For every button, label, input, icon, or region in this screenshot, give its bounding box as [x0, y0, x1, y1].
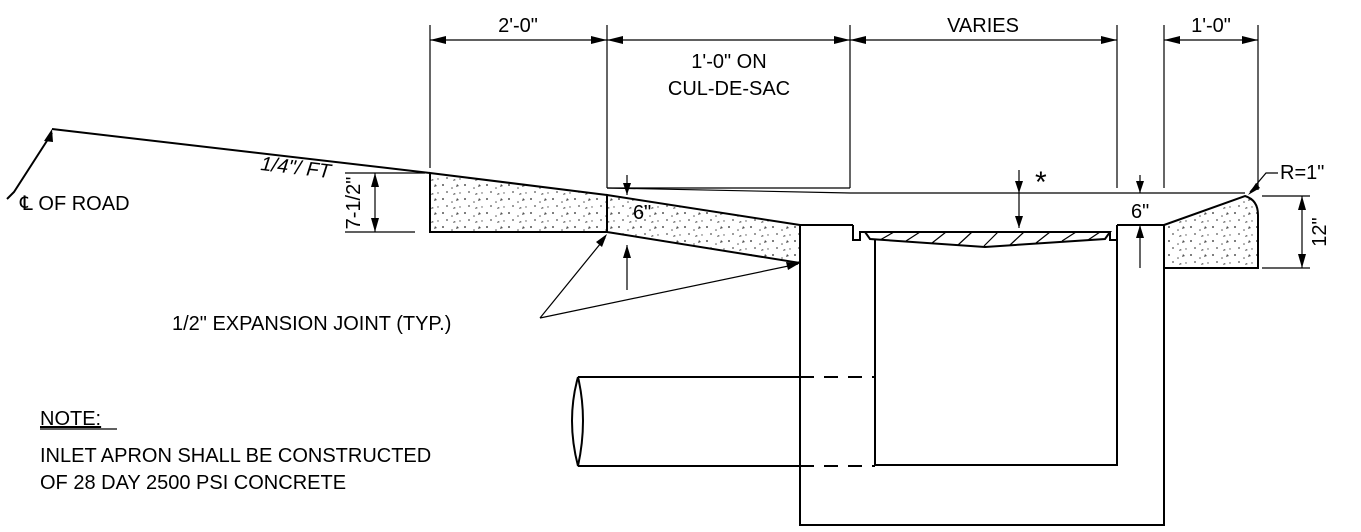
dim-varies-label: VARIES [947, 15, 1019, 37]
dimension-gutter-depth [623, 175, 631, 290]
inlet-grate [863, 231, 1112, 249]
dim-cul-de-sac-line1: 1'-0" ON [691, 51, 766, 73]
note-line1: INLET APRON SHALL BE CONSTRUCTED [40, 445, 431, 467]
dimension-2ft [430, 36, 607, 44]
dim-cul-de-sac-line2: CUL-DE-SAC [668, 78, 790, 100]
dim-asterisk-label: * [1035, 166, 1047, 199]
note-heading: NOTE: [40, 408, 101, 430]
inlet-chamber-inner [874, 240, 1118, 466]
centerline-leader-arrow [44, 129, 53, 142]
dimension-1ft-cul-de-sac [607, 36, 850, 44]
road-surface-line [51, 128, 431, 174]
note-line2: OF 28 DAY 2500 PSI CONCRETE [40, 472, 346, 494]
dimension-curb-face [1136, 175, 1144, 268]
dim-curb-height-label: 12" [1309, 217, 1331, 246]
dimension-asterisk [1015, 170, 1023, 228]
centerline-label: ℄ OF ROAD [19, 193, 130, 215]
dim-apron-thickness-label: 7-1/2" [343, 177, 365, 230]
radius-leader [1248, 172, 1278, 195]
dim-gutter-depth-label: 6" [633, 202, 651, 224]
dimension-apron-thickness [345, 172, 425, 233]
pipe-end-cap [571, 376, 584, 467]
dim-2ft-label: 2'-0" [498, 15, 538, 37]
dimension-varies [850, 36, 1117, 44]
inlet-box-outline [799, 225, 1165, 526]
apron-concrete-left [429, 171, 608, 233]
dim-curb-face-label: 6" [1131, 201, 1149, 223]
dimension-curb-height [1262, 195, 1310, 269]
slope-label: 1/4"/ FT [259, 153, 333, 183]
grate-hatch [879, 231, 1101, 247]
dim-radius-label: R=1" [1280, 162, 1324, 184]
dimension-extension-lines [429, 25, 1259, 190]
dim-curb-top-label: 1'-0" [1191, 15, 1231, 37]
centerline-leader [6, 132, 53, 200]
curb-concrete [1163, 194, 1259, 269]
dimension-1ft-curb [1164, 36, 1258, 44]
expansion-joint-label: 1/2" EXPANSION JOINT (TYP.) [172, 313, 451, 335]
flowline-reference [606, 187, 1245, 194]
expansion-joint-leaders [539, 234, 800, 319]
